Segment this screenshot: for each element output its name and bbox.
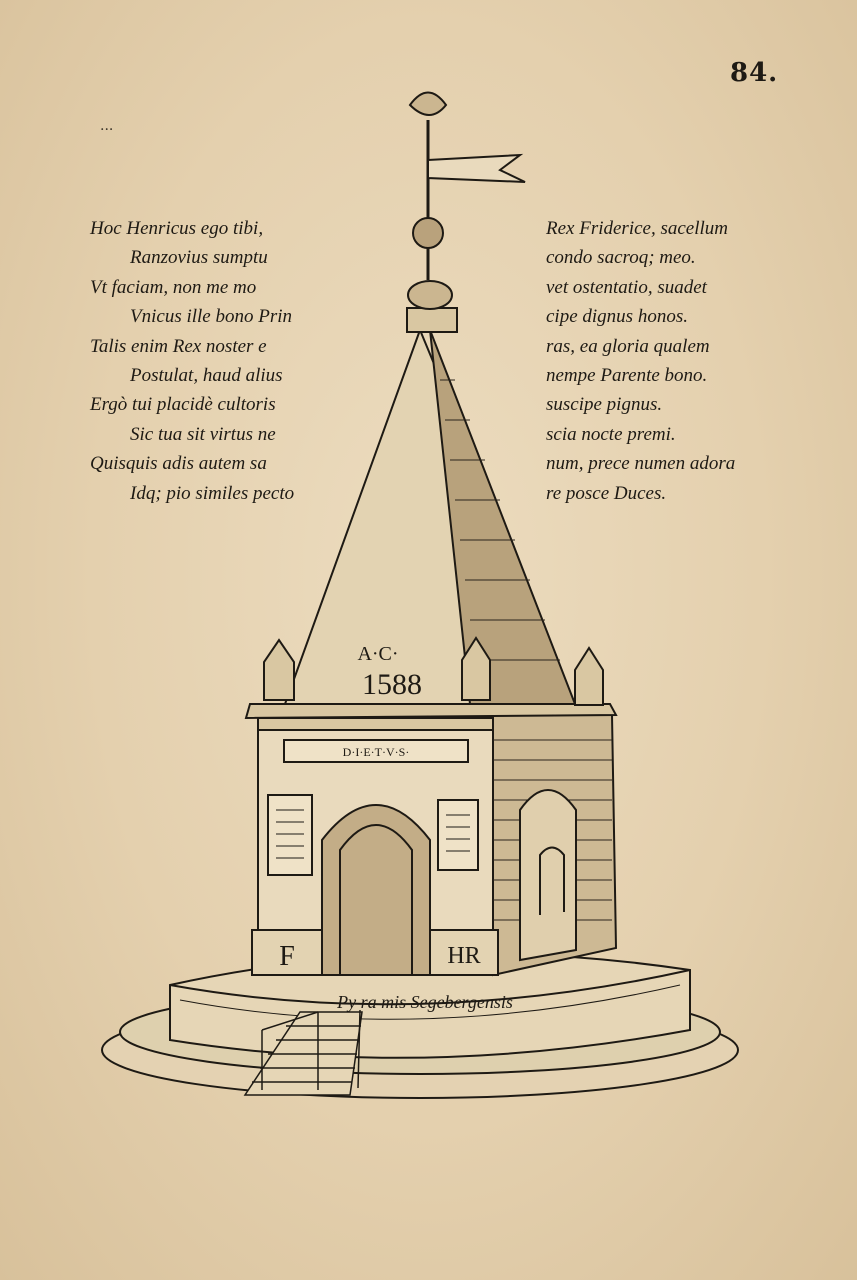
poem-line: condo sacroq; meo. <box>546 247 696 269</box>
plinth-right <box>429 929 499 976</box>
poem-line: Sic tua sit virtus ne <box>130 423 276 445</box>
banner-text: D·I·E·T·V·S· <box>343 745 410 759</box>
poem-line: vet ostentatio, suadet <box>546 276 707 298</box>
corner-mark: ... <box>100 118 114 134</box>
poem-left-column: Hoc Henricus ego tibi, Ranzovius sumptu … <box>90 214 330 508</box>
pinnacle <box>461 636 491 701</box>
poem-line: ras, ea gloria qualem <box>546 335 710 357</box>
poem-line: Vt faciam, non me mo <box>90 276 257 298</box>
pinnacle <box>263 638 295 701</box>
poem-line: Hoc Henricus ego tibi, <box>90 218 264 239</box>
poem-right-column: Rex Friderice, sacellum condo sacroq; me… <box>546 214 786 508</box>
monogram-left: F <box>279 941 295 972</box>
cornice <box>244 703 618 720</box>
page-number: 84. <box>730 58 779 88</box>
poem-line: nempe Parente bono. <box>546 365 708 387</box>
spire-cap <box>406 307 458 333</box>
year-label-top: A·C· <box>357 643 398 665</box>
poem-line: Rex Friderice, sacellum <box>546 218 729 239</box>
poem-line: Idq; pio similes pecto <box>130 482 295 504</box>
poem-line: Quisquis adis autem sa <box>90 453 267 475</box>
front-arch <box>321 804 431 976</box>
side-arch <box>519 789 577 962</box>
year-label: 1588 <box>362 668 422 701</box>
poem-line: num, prece numen adora <box>546 453 736 475</box>
pinnacle <box>574 646 604 706</box>
caption: Py ra mis Segebergensis <box>336 992 513 1012</box>
poem-line: Ranzovius sumptu <box>130 247 268 269</box>
poem-line: Ergò tui placidè cultoris <box>90 394 276 416</box>
orb <box>412 217 444 249</box>
poem-line: Talis enim Rex noster e <box>90 335 267 357</box>
poem-line: re posce Duces. <box>546 482 667 504</box>
poem-line: Postulat, haud alius <box>130 365 283 387</box>
plinth-left <box>251 929 323 976</box>
tablet-right <box>437 799 479 871</box>
pennant <box>427 153 526 183</box>
poem-line: suscipe pignus. <box>546 394 663 416</box>
tablet-left <box>267 794 313 876</box>
poem-line: scia nocte premi. <box>546 423 676 445</box>
monogram-right: HR <box>447 943 480 969</box>
finial <box>408 91 448 116</box>
banner-plaque <box>283 739 469 763</box>
stairs <box>243 1009 363 1096</box>
poem-line: Vnicus ille bono Prin <box>130 306 293 328</box>
poem-line: cipe dignus honos. <box>546 306 688 328</box>
